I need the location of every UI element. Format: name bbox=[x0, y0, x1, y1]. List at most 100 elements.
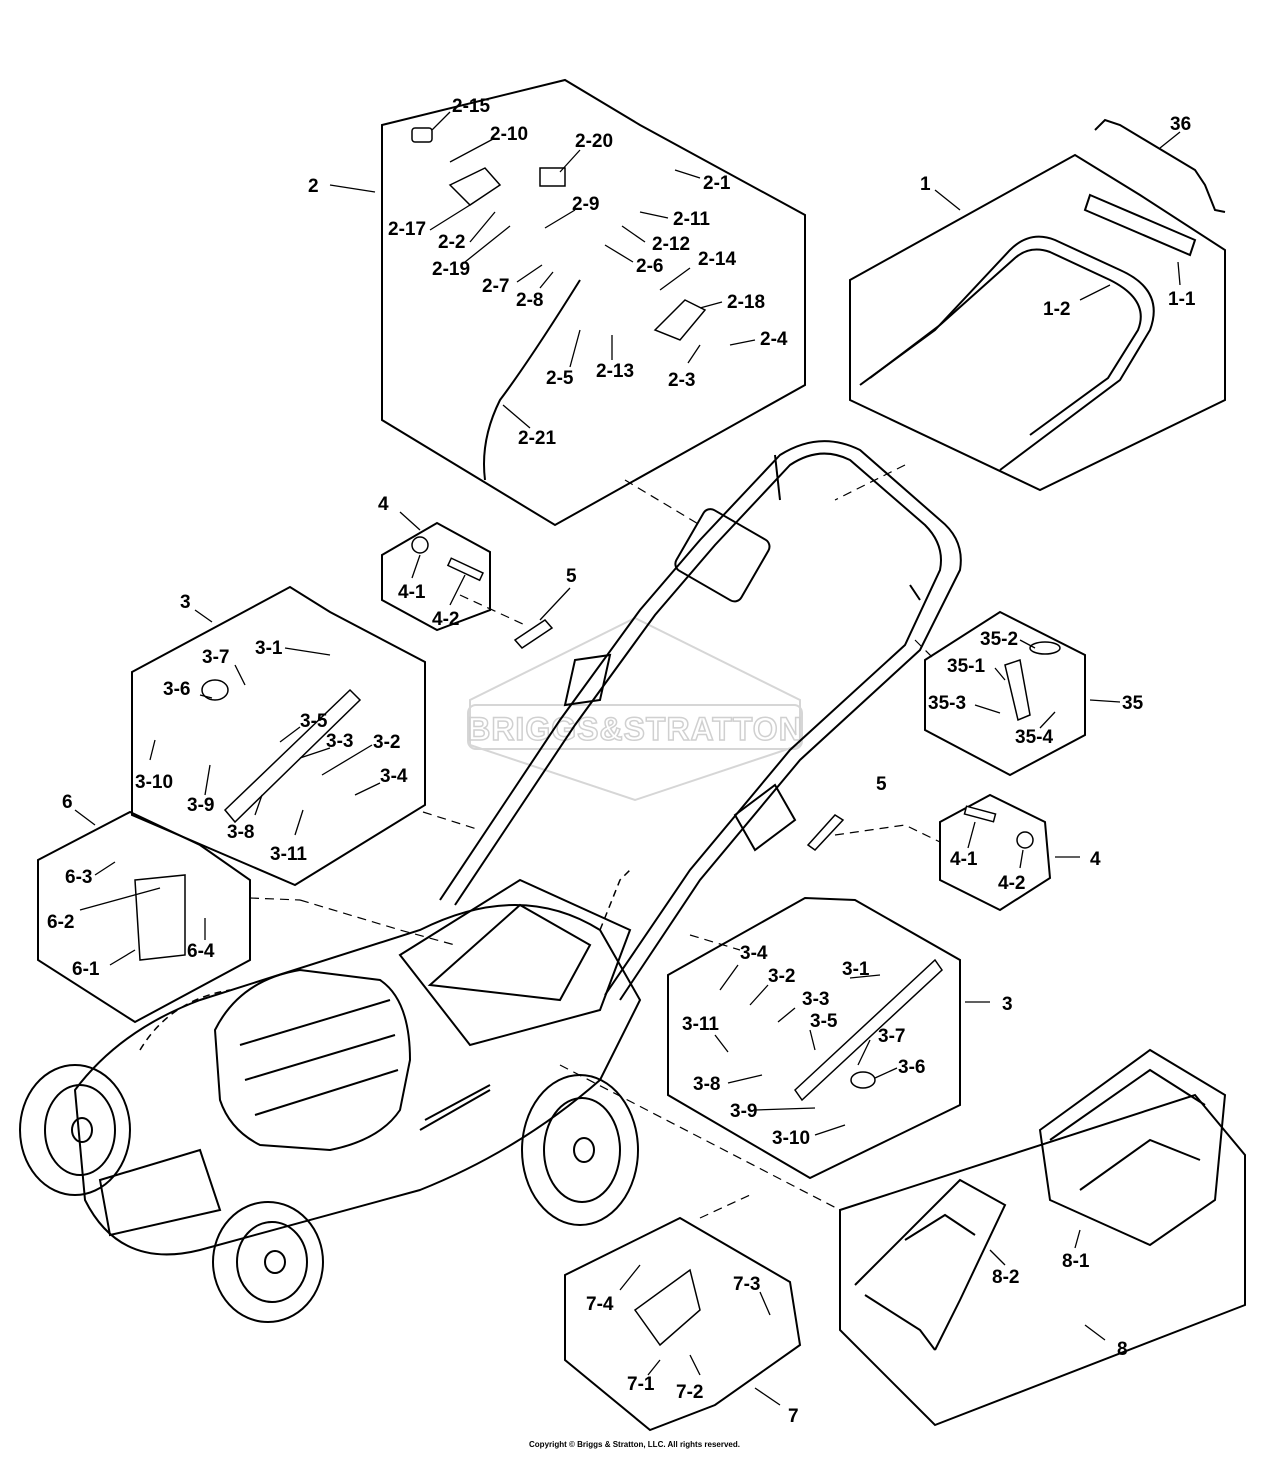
part-2-17 bbox=[448, 167, 502, 206]
callout-3-2-right: 3-2 bbox=[768, 966, 795, 987]
callout-2-19: 2-19 bbox=[432, 259, 470, 280]
callout-3-9-right: 3-9 bbox=[730, 1101, 757, 1122]
callout-2-8: 2-8 bbox=[516, 290, 543, 311]
cable-2-21 bbox=[483, 279, 581, 481]
callout-35-2: 35-2 bbox=[980, 629, 1018, 650]
part-4-1-bottom bbox=[963, 805, 997, 823]
callout-3-1-left: 3-1 bbox=[255, 638, 283, 659]
callout-3-10-right: 3-10 bbox=[772, 1128, 810, 1149]
part-6-1 bbox=[134, 874, 186, 961]
callout-6-3: 6-3 bbox=[65, 867, 92, 888]
callout-2-12: 2-12 bbox=[652, 234, 690, 255]
callout-3-left: 3 bbox=[180, 592, 191, 613]
grass-bag bbox=[1038, 1048, 1227, 1247]
callout-35-3: 35-3 bbox=[928, 693, 966, 714]
callout-3-7-left: 3-7 bbox=[202, 647, 229, 668]
part-2-20 bbox=[539, 167, 566, 187]
callout-8-2: 8-2 bbox=[992, 1267, 1019, 1288]
callout-labels: 2-15 2-10 2-20 2-1 2 2-9 2-11 2-17 2-2 2… bbox=[47, 96, 1196, 1427]
mower-dashed-outline bbox=[139, 869, 631, 1051]
callout-3-8-left: 3-8 bbox=[227, 822, 254, 843]
callout-5-top: 5 bbox=[566, 566, 577, 587]
callout-7-2: 7-2 bbox=[676, 1382, 703, 1403]
callout-2-3: 2-3 bbox=[668, 370, 695, 391]
panel-7-outline bbox=[564, 1216, 802, 1432]
callout-4-top: 4 bbox=[378, 494, 389, 515]
callout-3-6-left: 3-6 bbox=[163, 679, 190, 700]
rear-left-wheel bbox=[521, 1074, 639, 1226]
part-3-6-right bbox=[850, 1071, 876, 1089]
callout-5-bottom: 5 bbox=[876, 774, 887, 795]
panel-outlines bbox=[37, 78, 1246, 1432]
callout-7: 7 bbox=[788, 1406, 799, 1427]
callout-3-7-right: 3-7 bbox=[878, 1026, 905, 1047]
small-parts bbox=[134, 127, 1061, 1347]
callout-36: 36 bbox=[1170, 114, 1191, 135]
callout-3-9-left: 3-9 bbox=[187, 795, 214, 816]
callout-35: 35 bbox=[1122, 693, 1144, 714]
part-4-2-top bbox=[446, 557, 485, 582]
panel-1-outline bbox=[849, 153, 1226, 492]
panel-35-outline bbox=[924, 610, 1086, 777]
callout-6-1: 6-1 bbox=[72, 959, 100, 980]
callout-2-13: 2-13 bbox=[596, 361, 634, 382]
callout-3-1-right: 3-1 bbox=[842, 959, 870, 980]
callout-2-7: 2-7 bbox=[482, 276, 509, 297]
part-3-1-right bbox=[794, 958, 943, 1102]
callout-3-11-right: 3-11 bbox=[682, 1014, 719, 1035]
callout-6-4: 6-4 bbox=[187, 941, 215, 962]
callout-2-2: 2-2 bbox=[438, 232, 465, 253]
panel-8-outline bbox=[839, 1093, 1246, 1427]
callout-3-4-right: 3-4 bbox=[740, 943, 768, 964]
callout-4-2-bottom: 4-2 bbox=[998, 873, 1025, 894]
part-4-2-bottom bbox=[1016, 831, 1034, 849]
rod-36 bbox=[1094, 118, 1226, 213]
part-5-bottom bbox=[806, 814, 845, 851]
callout-2-9: 2-9 bbox=[572, 194, 599, 215]
callout-3-2-left: 3-2 bbox=[373, 732, 400, 753]
callout-4-2-top: 4-2 bbox=[432, 609, 459, 630]
callout-3-5-left: 3-5 bbox=[300, 711, 328, 732]
callout-3-10-left: 3-10 bbox=[135, 772, 173, 793]
part-3-6-left bbox=[201, 679, 229, 701]
front-left-wheel bbox=[19, 1064, 131, 1196]
part-2-15 bbox=[411, 127, 433, 143]
callout-8: 8 bbox=[1117, 1339, 1128, 1360]
callout-2-15: 2-15 bbox=[452, 96, 490, 117]
callout-1-2: 1-2 bbox=[1043, 299, 1070, 320]
part-35-2 bbox=[1029, 641, 1061, 655]
callout-3-5-right: 3-5 bbox=[810, 1011, 838, 1032]
callout-2: 2 bbox=[308, 176, 319, 197]
wheels bbox=[19, 1064, 639, 1323]
callout-6-2: 6-2 bbox=[47, 912, 74, 933]
watermark-text: BRIGGS&STRATTON bbox=[467, 711, 803, 747]
bag-frame bbox=[854, 1178, 1007, 1351]
part-4-1-top bbox=[411, 536, 429, 554]
callout-2-6: 2-6 bbox=[636, 256, 663, 277]
callout-7-3: 7-3 bbox=[733, 1274, 760, 1295]
callout-7-1: 7-1 bbox=[627, 1374, 655, 1395]
callout-6: 6 bbox=[62, 792, 73, 813]
panel-2-outline bbox=[381, 78, 806, 527]
callout-2-10: 2-10 bbox=[490, 124, 528, 145]
copyright-notice: Copyright © Briggs & Stratton, LLC. All … bbox=[529, 1440, 740, 1449]
callout-35-4: 35-4 bbox=[1015, 727, 1053, 748]
callout-2-20: 2-20 bbox=[575, 131, 613, 152]
callout-2-1: 2-1 bbox=[703, 173, 731, 194]
callout-2-17: 2-17 bbox=[388, 219, 426, 240]
callout-7-4: 7-4 bbox=[586, 1294, 614, 1315]
callout-3-right: 3 bbox=[1002, 994, 1013, 1015]
callout-2-21: 2-21 bbox=[518, 428, 556, 449]
panel-4-top-outline bbox=[381, 521, 491, 632]
callout-3-3-right: 3-3 bbox=[802, 989, 829, 1010]
callout-1: 1 bbox=[920, 174, 931, 195]
mower-body bbox=[73, 878, 642, 1256]
assembly-leaders bbox=[249, 464, 941, 1219]
handle-part-1 bbox=[859, 193, 1197, 471]
panel-6-outline bbox=[37, 810, 251, 1024]
part-5-top bbox=[513, 619, 554, 649]
callout-3-3-left: 3-3 bbox=[326, 731, 353, 752]
panel-4-bottom-outline bbox=[939, 793, 1052, 912]
callout-8-1: 8-1 bbox=[1062, 1251, 1090, 1272]
briggs-stratton-watermark: BRIGGS&STRATTON bbox=[466, 616, 803, 802]
